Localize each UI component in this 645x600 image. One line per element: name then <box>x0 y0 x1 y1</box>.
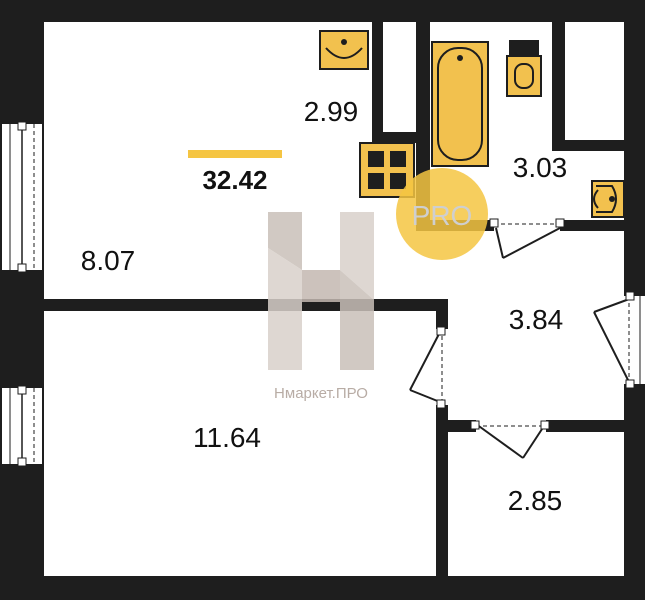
window-living <box>2 121 42 273</box>
watermark-logo-right-top <box>340 212 374 300</box>
outer-wall-bottom <box>0 576 645 600</box>
watermark-logo-left-top <box>268 212 302 270</box>
fixtures <box>319 30 625 218</box>
entrance-door <box>593 291 645 389</box>
doors <box>409 218 645 459</box>
watermark-logo-right-bottom <box>340 270 374 370</box>
watermark-logo-left-bottom <box>268 248 302 370</box>
pro-badge: PRO <box>396 168 488 260</box>
bathtub-icon <box>431 41 489 167</box>
watermark-logo-bar <box>302 270 340 302</box>
watermark-brand: Нмаркет.ПРО <box>274 385 368 402</box>
shaft-wall-bottom <box>552 140 624 151</box>
room-area-wc: 2.99 <box>304 96 359 127</box>
sink-icon <box>319 30 369 70</box>
wall-storage-top-left <box>446 420 476 432</box>
windows <box>2 121 42 467</box>
wall-bedroom-hall-upper <box>436 299 448 329</box>
wall-storage-top-right <box>546 420 624 432</box>
wall-bedroom-hall-lower <box>436 405 448 576</box>
pro-badge-text: PRO <box>412 200 473 231</box>
room-area-storage: 2.85 <box>508 485 563 516</box>
toilet-icon <box>506 40 542 97</box>
room-area-hallway: 3.84 <box>509 304 564 335</box>
outer-wall-left <box>0 0 44 600</box>
room-area-bathroom: 3.03 <box>513 152 568 183</box>
total-area-underline <box>188 150 282 158</box>
bathroom-sink-icon <box>591 180 625 218</box>
wall-living-bedroom <box>44 299 447 311</box>
bedroom-door <box>409 326 446 409</box>
total-area-label: 32.42 <box>202 165 267 195</box>
room-area-bedroom: 11.64 <box>193 422 261 453</box>
room-area-kitchen-living: 8.07 <box>81 245 136 276</box>
pro-badge-circle <box>396 168 488 260</box>
watermark: Нмаркет.ПРО <box>268 212 374 402</box>
wall-wc-left <box>372 22 383 142</box>
bathroom-door <box>489 218 565 259</box>
storage-door <box>470 420 550 459</box>
wall-wc-bottom <box>372 132 417 143</box>
outer-wall-top <box>0 0 645 22</box>
shaft-wall-left <box>552 22 565 148</box>
wall-bath-bottom-right <box>560 220 624 231</box>
window-bedroom <box>2 385 42 467</box>
